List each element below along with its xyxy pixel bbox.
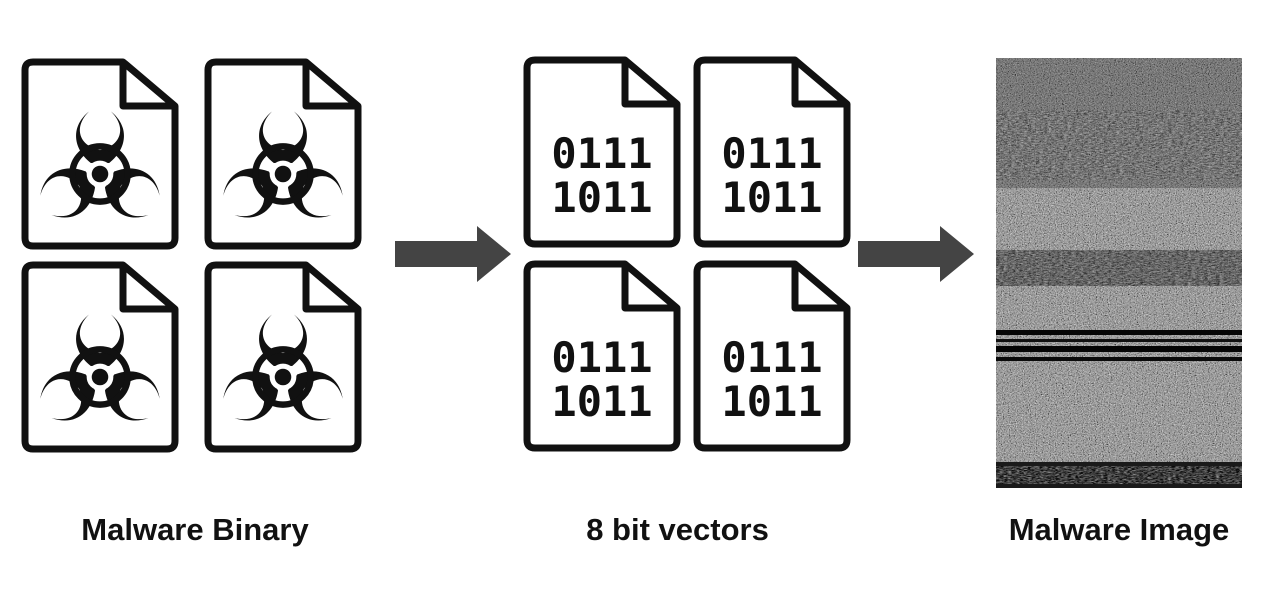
bit-vectors-group: 0111 1011 0111 1011 0111 1011 0111 1011	[527, 60, 847, 448]
bits-line-2: 1011	[551, 377, 652, 426]
arrow-right-icon	[395, 226, 511, 282]
arrow-right-icon	[858, 226, 974, 282]
caption-malware-binary: Malware Binary	[81, 512, 309, 547]
binary-file-icon: 0111 1011	[527, 264, 677, 448]
bits-line-2: 1011	[721, 173, 822, 222]
bits-line-1: 0111	[551, 333, 652, 382]
biohazard-file-icon	[25, 62, 175, 246]
biohazard-file-icon	[208, 62, 358, 246]
malware-binary-group	[25, 62, 358, 449]
bits-line-2: 1011	[721, 377, 822, 426]
bits-line-1: 0111	[551, 129, 652, 178]
malware-image	[996, 58, 1242, 488]
biohazard-file-icon	[25, 265, 175, 449]
bits-line-1: 0111	[721, 129, 822, 178]
bits-line-2: 1011	[551, 173, 652, 222]
binary-file-icon: 0111 1011	[697, 264, 847, 448]
bits-line-1: 0111	[721, 333, 822, 382]
biohazard-file-icon	[208, 265, 358, 449]
caption-bit-vectors: 8 bit vectors	[586, 512, 769, 547]
binary-file-icon: 0111 1011	[527, 60, 677, 244]
binary-file-icon: 0111 1011	[697, 60, 847, 244]
caption-malware-image: Malware Image	[1008, 512, 1230, 547]
